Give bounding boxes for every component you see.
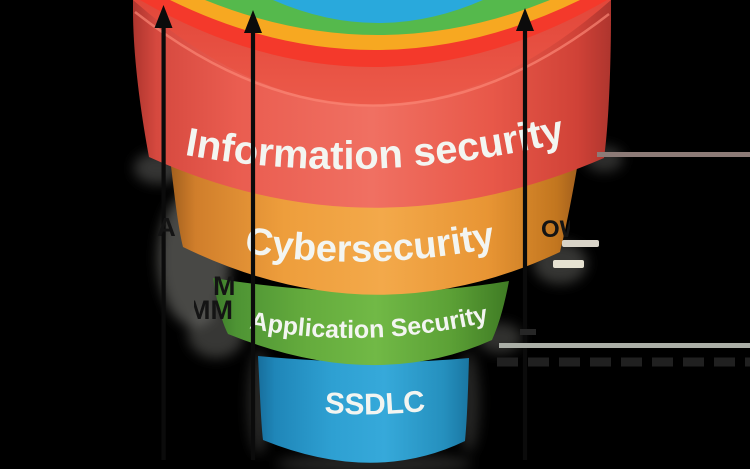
cropped-decorations (497, 152, 750, 367)
funnel-layer-information-security: Information security (133, 0, 611, 208)
dark-fragment (520, 329, 536, 335)
right-label-fragment-ow: OW (541, 216, 583, 243)
up-arrows (154, 5, 534, 460)
left-label-fragment-a: A (157, 212, 176, 242)
left-label-fragment-m: M (213, 271, 236, 301)
up-arrow-left (154, 5, 173, 460)
side-labels: A M MM OW (157, 212, 583, 325)
top-rim-highlight (134, 11, 610, 107)
right-upper-divider-line (597, 152, 750, 157)
cybersecurity-band (171, 166, 577, 295)
funnel-layer-ssdlc (258, 356, 469, 463)
ssdlc-label: SSDLC (324, 385, 427, 422)
funnel-layer-application-security: Application Security (213, 278, 509, 366)
beige-bar-2 (553, 260, 584, 268)
left-label-fragment-mm: MM (188, 295, 233, 325)
up-arrow-right (516, 8, 534, 460)
application-security-band (213, 278, 509, 366)
top-core-blue (273, 0, 483, 23)
beige-bar-1 (562, 240, 599, 247)
right-lower-divider-line (499, 343, 750, 348)
ssdlc-band (258, 356, 469, 463)
funnel-layer-cybersecurity: Cybersecurity (171, 166, 577, 295)
up-arrow-middle (244, 10, 262, 460)
